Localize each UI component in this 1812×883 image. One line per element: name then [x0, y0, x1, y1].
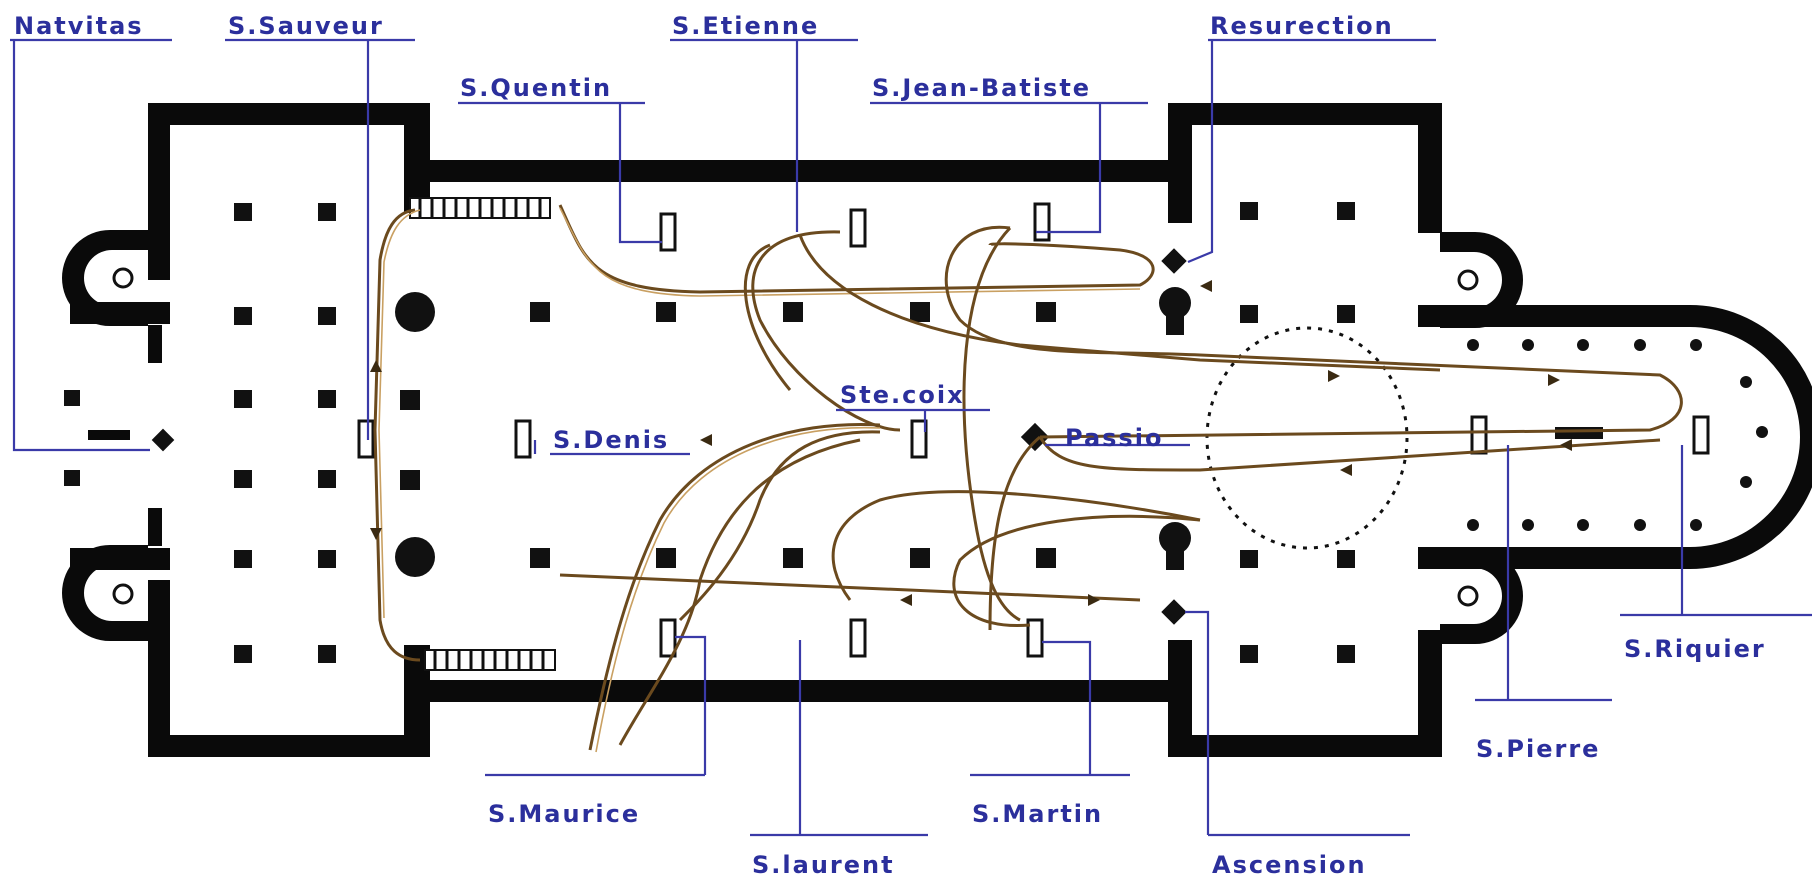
label-s-pierre: S.Pierre [1476, 735, 1600, 763]
procession-route [370, 204, 1683, 753]
label-resurection: Resurection [1210, 12, 1394, 40]
label-nativitas: Natvitas [14, 12, 144, 40]
label-s-etienne: S.Etienne [672, 12, 819, 40]
label-s-jean-batiste: S.Jean-Batiste [872, 74, 1091, 102]
stair-north [409, 197, 551, 219]
leader-lines [10, 38, 1812, 837]
label-ste-croix: Ste.coix [840, 381, 965, 409]
label-s-riquier: S.Riquier [1624, 635, 1766, 663]
label-s-laurent: S.laurent [752, 851, 895, 879]
stair-south [424, 649, 556, 671]
label-passio: Passio [1065, 424, 1163, 452]
label-s-sauveur: S.Sauveur [228, 12, 384, 40]
outer-walls [62, 103, 1812, 757]
label-s-denis: S.Denis [553, 426, 669, 454]
labels: Natvitas S.Sauveur S.Quentin S.Etienne S… [14, 12, 1766, 879]
label-s-quentin: S.Quentin [460, 74, 612, 102]
altars [151, 202, 1710, 658]
label-ascension: Ascension [1212, 851, 1367, 879]
pillars [64, 202, 1768, 663]
label-s-maurice: S.Maurice [488, 800, 640, 828]
label-s-martin: S.Martin [972, 800, 1103, 828]
